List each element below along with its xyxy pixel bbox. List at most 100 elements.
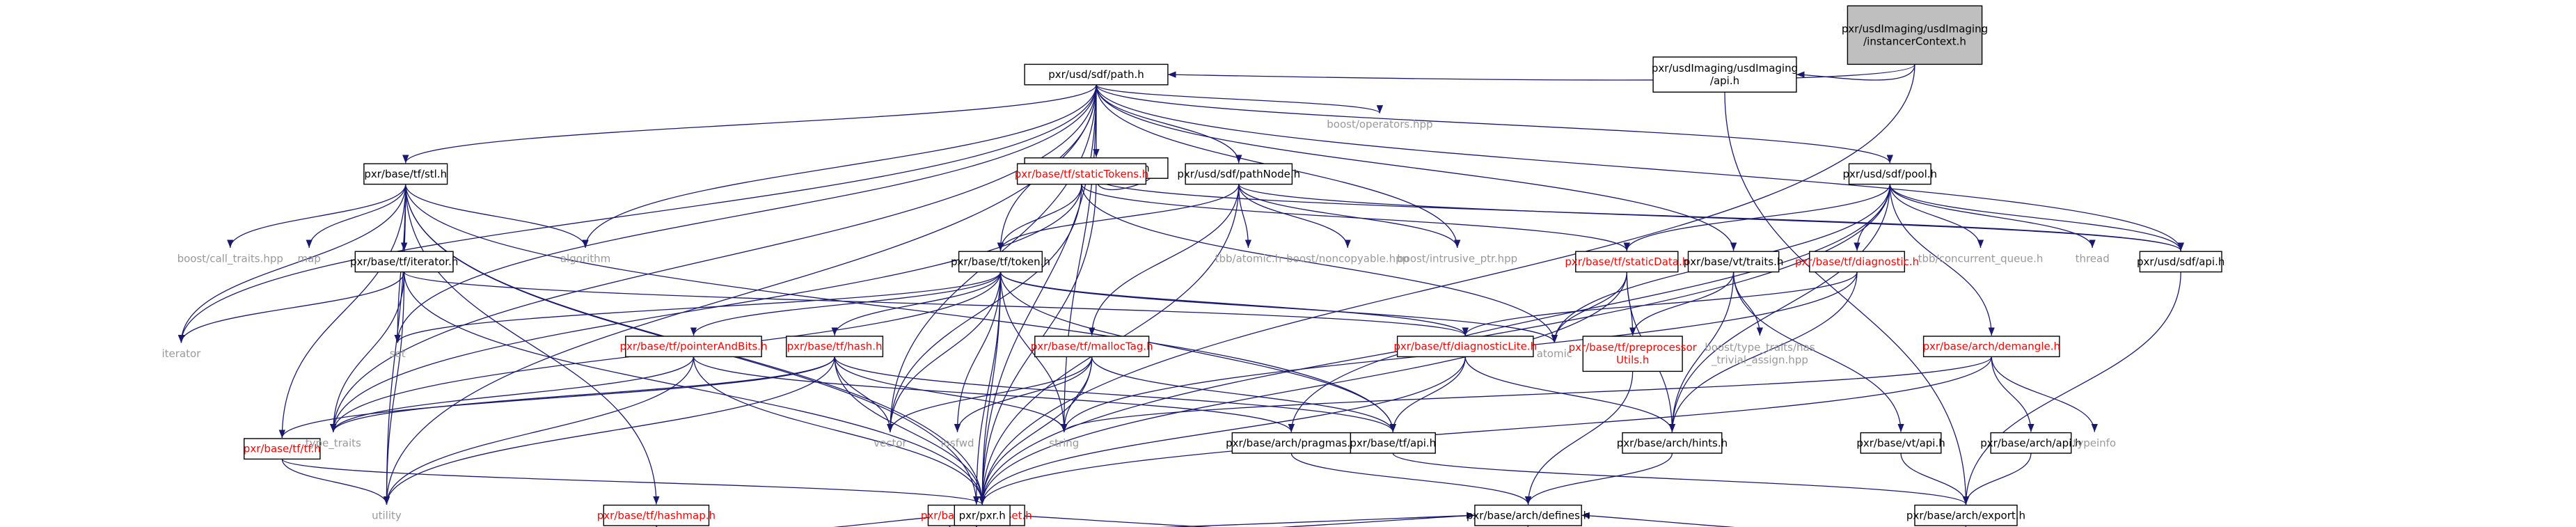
edge-token-to-string bbox=[999, 272, 1068, 432]
node-label-hashmap-0: pxr/base/tf/hashmap.h bbox=[597, 509, 716, 521]
edge-demangle-to-string bbox=[1061, 356, 1992, 432]
edge-hashset-to-defines bbox=[976, 512, 1475, 527]
edge-hints-to-defines bbox=[1524, 453, 1673, 505]
node-demangle[interactable]: pxr/base/arch/demangle.h bbox=[1922, 336, 2060, 358]
node-hashmap[interactable]: pxr/base/tf/hashmap.h bbox=[597, 504, 716, 526]
node-path[interactable]: pxr/usd/sdf/path.h bbox=[1024, 63, 1169, 86]
node-label-mallocTag-0: pxr/base/tf/mallocTag.h bbox=[1031, 340, 1153, 353]
node-box-preprocessorUtils bbox=[1582, 336, 1683, 372]
edge-root-to-usdapi bbox=[1796, 64, 1915, 81]
node-tfhash[interactable]: pxr/base/tf/hash.h bbox=[786, 336, 884, 358]
edge-mallocTag-to-vector bbox=[887, 356, 1093, 432]
node-tfiterator[interactable]: pxr/base/tf/iterator.h bbox=[350, 251, 458, 273]
node-label-preprocessorUtils-0: pxr/base/tf/preprocessor bbox=[1569, 341, 1698, 354]
edge-vtapi-to-archexport bbox=[1900, 453, 1970, 505]
edge-pool-to-thread bbox=[1889, 184, 2096, 249]
node-label-pxr-0: pxr/pxr.h bbox=[959, 509, 1006, 521]
edge-tfstl-to-iterator bbox=[177, 184, 406, 343]
node-archexport[interactable]: pxr/base/arch/export.h bbox=[1906, 504, 2025, 526]
node-box-staticTokens bbox=[1016, 163, 1147, 185]
node-label-typeinfo-0: typeinfo bbox=[2073, 436, 2116, 449]
node-hints[interactable]: pxr/base/arch/hints.h bbox=[1617, 432, 1728, 454]
edge-tftf-to-utility bbox=[281, 459, 390, 505]
node-intrusive: boost/intrusive_ptr.hpp bbox=[1397, 253, 1517, 266]
node-label-boostops-0: boost/operators.hpp bbox=[1327, 118, 1432, 131]
edge-path-to-vttraits bbox=[1096, 84, 1737, 251]
node-staticData[interactable]: pxr/base/tf/staticData.h bbox=[1565, 251, 1689, 273]
node-tftf[interactable]: pxr/base/tf/tf.h bbox=[244, 438, 321, 460]
edge-tfstl-to-callTraits bbox=[227, 184, 406, 249]
node-string: string bbox=[1049, 436, 1079, 449]
node-root[interactable]: pxr/usdImaging/usdImaging/instancerConte… bbox=[1842, 5, 1988, 65]
node-vttraits[interactable]: pxr/base/vt/traits.h bbox=[1684, 251, 1784, 273]
node-staticTokens[interactable]: pxr/base/tf/staticTokens.h bbox=[1015, 163, 1149, 185]
edge-staticTokens-to-typeTraits bbox=[330, 184, 1082, 432]
node-box-token bbox=[958, 251, 1043, 273]
node-usdapi[interactable]: pxr/usdImaging/usdImaging/api.h bbox=[1652, 56, 1798, 93]
node-label-defines-0: pxr/base/arch/defines.h bbox=[1467, 509, 1590, 521]
node-label-preprocessorUtils-1: Utils.h bbox=[1616, 354, 1649, 366]
node-pathNode[interactable]: pxr/usd/sdf/pathNode.h bbox=[1177, 163, 1300, 185]
node-box-tfstl bbox=[363, 163, 448, 185]
node-pointerAndBits[interactable]: pxr/base/tf/pointerAndBits.h bbox=[619, 336, 767, 358]
node-pxr[interactable]: pxr/pxr.h bbox=[954, 504, 1011, 526]
edge-pool-to-concurrentQueue bbox=[1889, 184, 1984, 249]
node-label-hasTrivialAssign-0: boost/type_traits/has bbox=[1705, 341, 1815, 354]
node-sdfapi[interactable]: pxr/usd/sdf/api.h bbox=[2137, 251, 2225, 273]
node-defines[interactable]: pxr/base/arch/defines.h bbox=[1467, 504, 1590, 526]
edge-tfhash-to-tfapi bbox=[834, 356, 1396, 432]
node-token[interactable]: pxr/base/tf/token.h bbox=[951, 251, 1050, 273]
node-vtapi[interactable]: pxr/base/vt/api.h bbox=[1856, 432, 1945, 454]
node-label-hints-0: pxr/base/arch/hints.h bbox=[1617, 436, 1728, 449]
node-box-path bbox=[1024, 63, 1169, 86]
edge-vttraits-to-hints bbox=[1668, 272, 1735, 432]
edge-token-to-set bbox=[394, 272, 1002, 343]
node-box-archexport bbox=[1914, 504, 2018, 526]
edge-tfiterator-to-iterator bbox=[177, 272, 405, 343]
node-box-archapi bbox=[1990, 432, 2072, 454]
node-tfapi[interactable]: pxr/base/tf/api.h bbox=[1350, 432, 1436, 454]
node-iterator: iterator bbox=[161, 347, 201, 360]
edge-diagnosticLite-to-tfapi bbox=[1389, 356, 1466, 432]
node-box-tfapi bbox=[1350, 432, 1436, 454]
edge-staticTokens-to-token bbox=[997, 184, 1082, 251]
node-label-root-0: pxr/usdImaging/usdImaging bbox=[1842, 22, 1988, 35]
node-box-pathNode bbox=[1185, 163, 1293, 185]
edge-token-to-tfhash bbox=[831, 272, 1002, 336]
node-label-pointerAndBits-0: pxr/base/tf/pointerAndBits.h bbox=[619, 340, 767, 353]
edge-path-to-sdfapi bbox=[1096, 84, 2184, 251]
edge-tfstl-to-hashmap bbox=[405, 184, 660, 505]
node-label-concurrentQueue-0: tbb/concurrent_queue.h bbox=[1918, 253, 2044, 266]
node-diagnostic[interactable]: pxr/base/tf/diagnostic.h bbox=[1795, 251, 1919, 273]
node-pool[interactable]: pxr/usd/sdf/pool.h bbox=[1843, 163, 1938, 185]
node-tfstl[interactable]: pxr/base/tf/stl.h bbox=[363, 163, 448, 185]
node-mallocTag[interactable]: pxr/base/tf/mallocTag.h bbox=[1031, 336, 1153, 358]
edge-staticData-to-atomic bbox=[1551, 272, 1627, 343]
edge-token-to-iosfwd bbox=[954, 272, 1002, 432]
node-thread: thread bbox=[2076, 253, 2110, 265]
node-vector: vector bbox=[874, 436, 907, 449]
edge-tfiterator-to-typeTraits bbox=[330, 272, 405, 432]
node-box-mallocTag bbox=[1034, 336, 1150, 358]
edge-path-to-utility bbox=[383, 84, 1097, 505]
node-label-tbbatomic-0: tbb/atomic.h bbox=[1215, 253, 1282, 265]
edge-tfiterator-to-pxr bbox=[404, 272, 986, 505]
node-pragmas[interactable]: pxr/base/arch/pragmas.h bbox=[1226, 432, 1357, 454]
edge-diagnosticLite-to-hints bbox=[1464, 356, 1676, 432]
edge-pathNode-to-tbbatomic bbox=[1238, 184, 1252, 249]
edge-mallocTag-to-tfapi bbox=[1091, 356, 1396, 432]
edge-hashmap-to-defines bbox=[656, 512, 1475, 527]
node-label-tftf-0: pxr/base/tf/tf.h bbox=[244, 443, 321, 455]
node-label-usdapi-1: /api.h bbox=[1710, 74, 1739, 87]
node-label-thread-0: thread bbox=[2076, 253, 2110, 265]
node-diagnosticLite[interactable]: pxr/base/tf/diagnosticLite.h bbox=[1393, 336, 1537, 358]
node-label-callTraits-0: boost/call_traits.hpp bbox=[177, 253, 283, 266]
node-archapi[interactable]: pxr/base/arch/api.h bbox=[1980, 432, 2082, 454]
edge-mallocTag-to-pxr bbox=[979, 356, 1093, 505]
node-label-hasTrivialAssign-1: _trivial_assign.hpp bbox=[1711, 354, 1808, 367]
node-label-diagnosticLite-0: pxr/base/tf/diagnosticLite.h bbox=[1393, 340, 1537, 353]
node-box-pointerAndBits bbox=[625, 336, 762, 358]
node-label-intrusive-0: boost/intrusive_ptr.hpp bbox=[1397, 253, 1517, 266]
edge-preprocessorUtils-to-defines bbox=[1524, 371, 1634, 505]
